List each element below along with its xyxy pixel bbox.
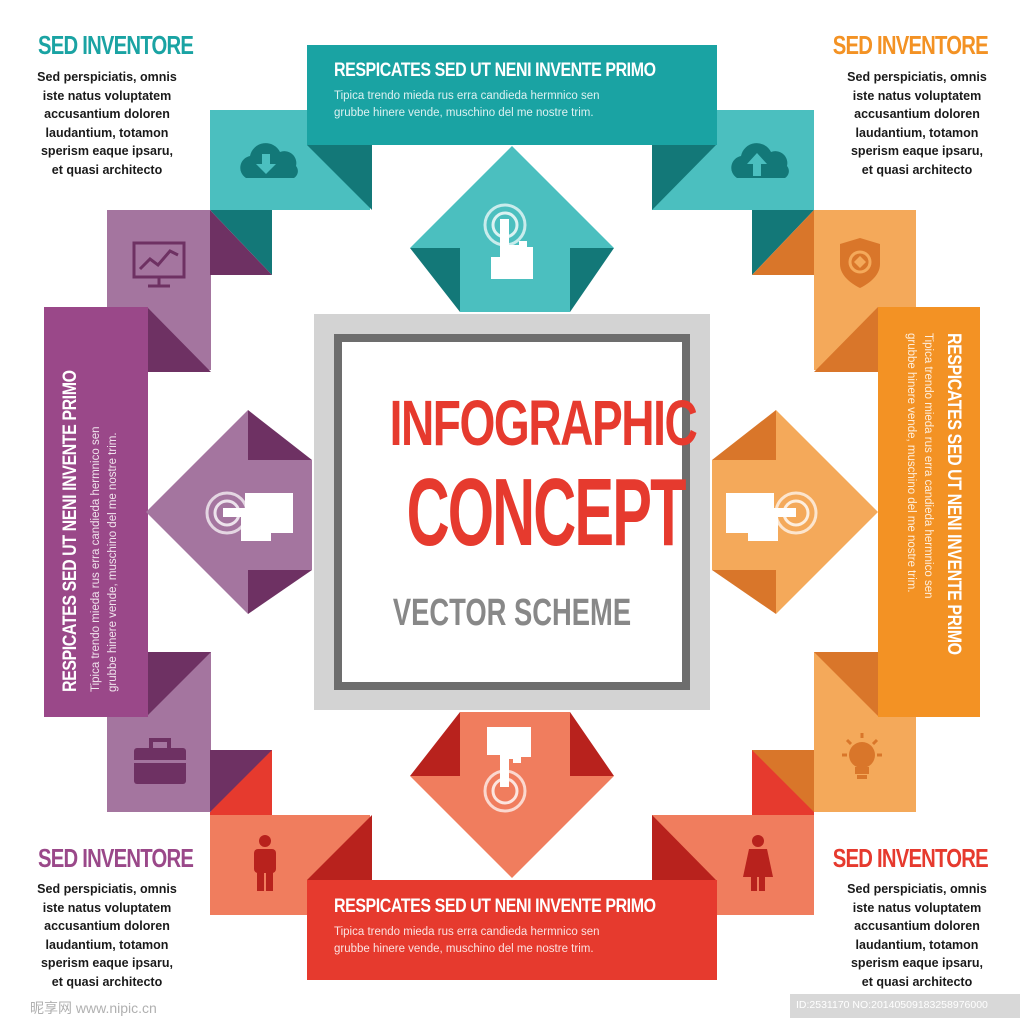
corner-body-line: laudantium, totamon (855, 937, 979, 952)
briefcase-icon (134, 738, 186, 784)
center-title-line2: CONCEPT (406, 459, 687, 566)
corner-body-line: et quasi architecto (861, 974, 973, 989)
corner-body-line: Sed perspiciatis, omnis (37, 70, 177, 84)
band-title: RESPICATES SED UT NENI INVENTE PRIMO (334, 60, 656, 81)
band-body-line: Tipica trendo mieda rus erra candieda he… (334, 926, 600, 938)
watermark-left: 昵享网 www.nipic.cn (30, 1000, 157, 1016)
corner-title-bottom-left: SED INVENTORE (38, 843, 194, 873)
monitor-chart-icon (132, 241, 186, 288)
band-body-line: Tipica trendo mieda rus erra candieda he… (90, 426, 102, 693)
bottom-arrow (410, 712, 614, 878)
corner-body-line: accusantium doloren (44, 107, 170, 121)
right-band (878, 307, 980, 717)
band-top-text: RESPICATES SED UT NENI INVENTE PRIMO Tip… (334, 60, 704, 122)
corner-body-line: laudantium, totamon (45, 937, 169, 952)
corner-body-line: accusantium doloren (854, 107, 980, 121)
corner-body-line: sperism eaque ipsaru, (850, 144, 983, 158)
shield-icon (840, 238, 880, 288)
corner-body-line: Sed perspiciatis, omnis (847, 882, 987, 896)
center-title-line1: INFOGRAPHIC (389, 387, 698, 459)
corner-body-line: sperism eaque ipsaru, (40, 144, 173, 158)
corner-body-bottom-right: Sed perspiciatis, omnis iste natus volup… (832, 880, 1002, 991)
corner-title-bottom-right: SED INVENTORE (832, 843, 989, 873)
band-body-line: grubbe hinere vende, muschino del me nos… (905, 333, 917, 593)
corner-body-line: et quasi architecto (861, 162, 973, 177)
band-body-line: grubbe hinere vende, muschino del me nos… (334, 107, 594, 119)
band-title: RESPICATES SED UT NENI INVENTE PRIMO (334, 896, 656, 917)
cloud-upload-icon (731, 143, 789, 178)
band-body-line: grubbe hinere vende, muschino del me nos… (107, 432, 119, 692)
corner-body-line: iste natus voluptatem (852, 88, 982, 103)
left-section (44, 210, 312, 812)
corner-body-line: Sed perspiciatis, omnis (37, 882, 177, 896)
band-body-line: Tipica trendo mieda rus erra candieda he… (334, 90, 600, 102)
band-right-text: RESPICATES SED UT NENI INVENTE PRIMO Tip… (902, 333, 964, 703)
corner-body-line: et quasi architecto (51, 974, 163, 989)
watermark-right: ID:2531170 NO:20140509183258976000 (796, 999, 988, 1011)
corner-title-top-right: SED INVENTORE (832, 30, 989, 60)
corner-body-top-right: Sed perspiciatis, omnis iste natus volup… (832, 68, 1002, 179)
left-band (44, 307, 148, 717)
hand-tap-icon (483, 727, 531, 813)
hand-tap-icon (483, 203, 533, 279)
woman-icon (743, 835, 773, 891)
band-bottom-text: RESPICATES SED UT NENI INVENTE PRIMO Tip… (334, 896, 704, 958)
band-left-text: RESPICATES SED UT NENI INVENTE PRIMO Tip… (60, 322, 122, 692)
band-body-line: grubbe hinere vende, muschino del me nos… (334, 943, 594, 955)
corner-title-top-left: SED INVENTORE (38, 30, 194, 60)
corner-body-line: laudantium, totamon (45, 125, 169, 140)
corner-body-top-left: Sed perspiciatis, omnis iste natus volup… (22, 68, 192, 179)
band-title: RESPICATES SED UT NENI INVENTE PRIMO (943, 333, 964, 655)
man-icon (254, 835, 276, 891)
hand-point-icon (205, 491, 293, 541)
band-title: RESPICATES SED UT NENI INVENTE PRIMO (60, 370, 81, 692)
corner-body-line: et quasi architecto (51, 162, 163, 177)
center-subtitle: VECTOR SCHEME (392, 592, 632, 634)
corner-body-bottom-left: Sed perspiciatis, omnis iste natus volup… (22, 880, 192, 991)
corner-body-line: accusantium doloren (44, 919, 170, 933)
top-band (307, 45, 717, 145)
corner-body-line: iste natus voluptatem (852, 900, 982, 915)
band-body-line: Tipica trendo mieda rus erra candieda he… (922, 333, 934, 599)
hand-point-icon (726, 491, 818, 541)
corner-body-line: iste natus voluptatem (42, 900, 172, 915)
lightbulb-icon (842, 733, 882, 779)
cloud-download-icon (240, 143, 298, 178)
bottom-band (307, 880, 717, 980)
corner-body-line: sperism eaque ipsaru, (850, 956, 983, 970)
corner-body-line: accusantium doloren (854, 919, 980, 933)
top-arrow (410, 146, 614, 312)
corner-body-line: Sed perspiciatis, omnis (847, 70, 987, 84)
corner-body-line: sperism eaque ipsaru, (40, 956, 173, 970)
corner-body-line: iste natus voluptatem (42, 88, 172, 103)
corner-body-line: laudantium, totamon (855, 125, 979, 140)
watermark-right-bar: ID:2531170 NO:20140509183258976000 (790, 994, 1020, 1018)
